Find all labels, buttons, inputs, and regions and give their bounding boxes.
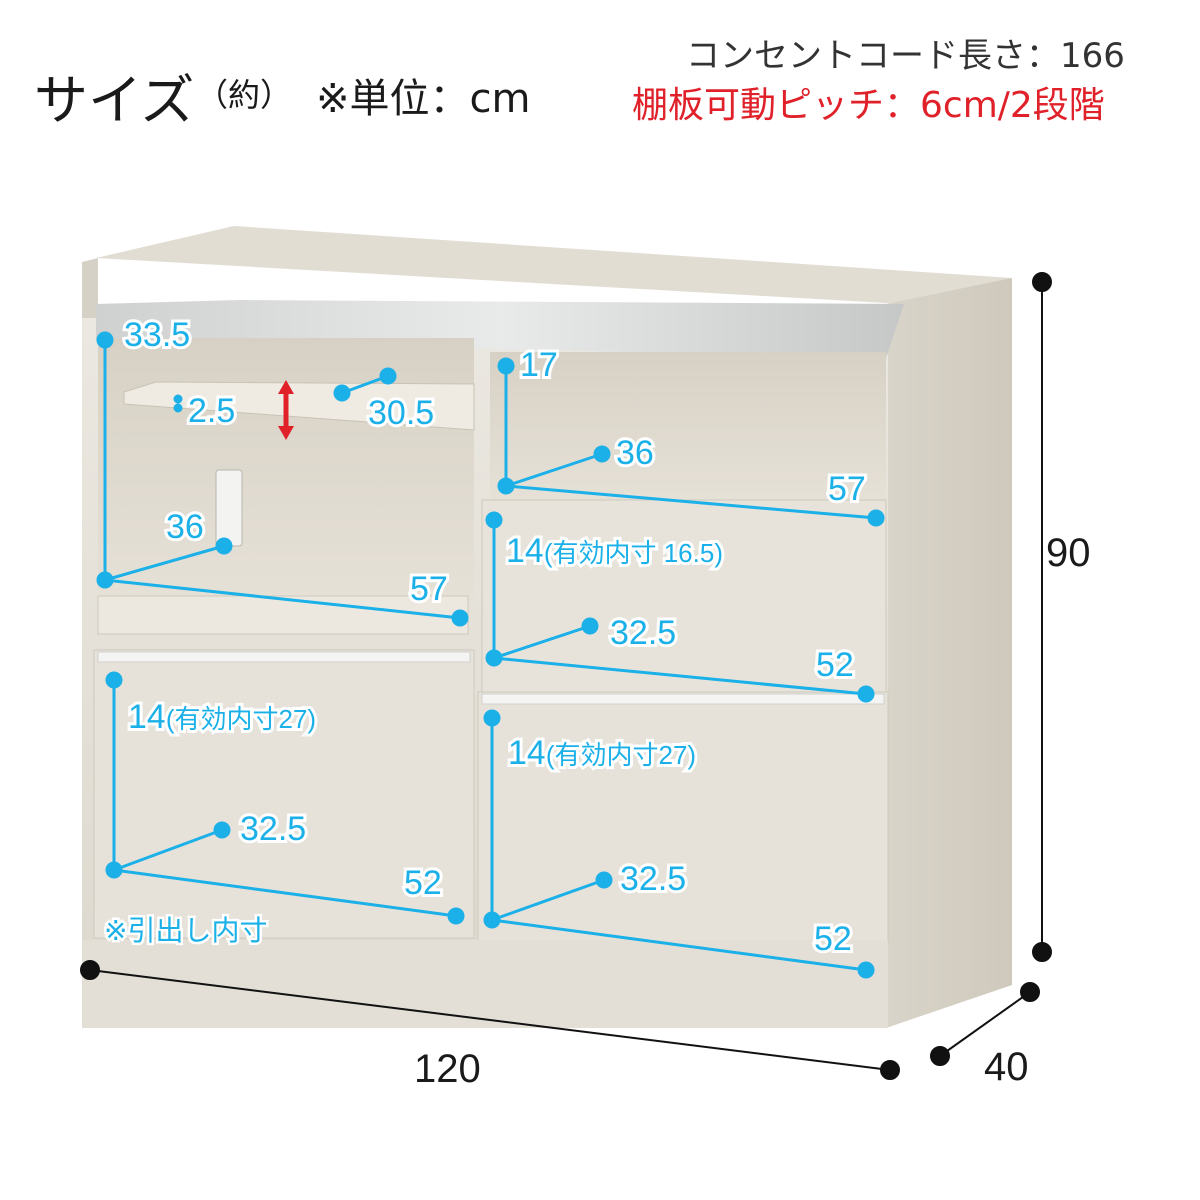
left-rim-post bbox=[82, 258, 98, 335]
dim-left-open-width: 57 bbox=[410, 570, 448, 608]
dim-right-drawer-depth: 32.5 bbox=[610, 614, 676, 652]
dim-right-lower-height: 14(有効内寸27) bbox=[508, 734, 696, 772]
left-lower-drawer bbox=[93, 649, 475, 939]
shelf-pitch-label: 棚板可動ピッチ：6cm/2段階 bbox=[632, 85, 1105, 126]
dim-top-right-height: 17 bbox=[520, 346, 558, 384]
dim-left-lower-depth: 32.5 bbox=[240, 810, 306, 848]
right-top-drawer bbox=[481, 499, 887, 715]
right-lower-handle bbox=[481, 693, 885, 705]
dim-right-drawer-height: 14(有効内寸 16.5) bbox=[506, 532, 723, 570]
dim-outer-height: 90 bbox=[1046, 531, 1091, 575]
size-approx-label: （約） bbox=[196, 76, 293, 114]
dim-right-open-width: 57 bbox=[828, 470, 866, 508]
size-title: サイズ bbox=[34, 69, 195, 132]
dim-top-left-height: 33.5 bbox=[124, 316, 190, 354]
cabinet-body bbox=[82, 226, 1012, 1028]
dim-right-drawer-width: 52 bbox=[816, 646, 854, 684]
dim-right-open-depth: 36 bbox=[616, 434, 654, 472]
dim-left-open-depth: 36 bbox=[166, 508, 204, 546]
top-back-rim bbox=[96, 226, 1012, 304]
left-slide-tray bbox=[97, 595, 469, 635]
unit-label: ※単位：cm bbox=[316, 76, 531, 122]
dim-outer-depth: 40 bbox=[984, 1045, 1029, 1089]
dim-right-lower-width: 52 bbox=[814, 920, 852, 958]
drawer-inner-note: ※引出し内寸 bbox=[104, 914, 267, 947]
outer-dimension-guides bbox=[80, 272, 1052, 1080]
dim-shelf-thickness: 2.5 bbox=[188, 392, 235, 430]
right-side-panel bbox=[886, 278, 1012, 1028]
dim-outer-width: 120 bbox=[414, 1047, 481, 1091]
left-lower-handle bbox=[97, 651, 471, 663]
shelf-move-arrow-icon bbox=[278, 380, 294, 440]
dim-left-lower-height: 14(有効内寸27) bbox=[128, 698, 316, 736]
adjustable-shelf bbox=[123, 381, 475, 431]
right-open-compartment bbox=[490, 352, 886, 500]
dim-left-lower-width: 52 bbox=[404, 864, 442, 902]
dim-shelf-depth: 30.5 bbox=[368, 394, 434, 432]
outlet-icon bbox=[215, 469, 243, 547]
cord-length-label: コンセントコード長さ：166 bbox=[686, 36, 1125, 76]
dim-right-lower-depth: 32.5 bbox=[620, 860, 686, 898]
dimension-guides bbox=[96, 331, 885, 979]
left-open-compartment bbox=[98, 338, 474, 602]
